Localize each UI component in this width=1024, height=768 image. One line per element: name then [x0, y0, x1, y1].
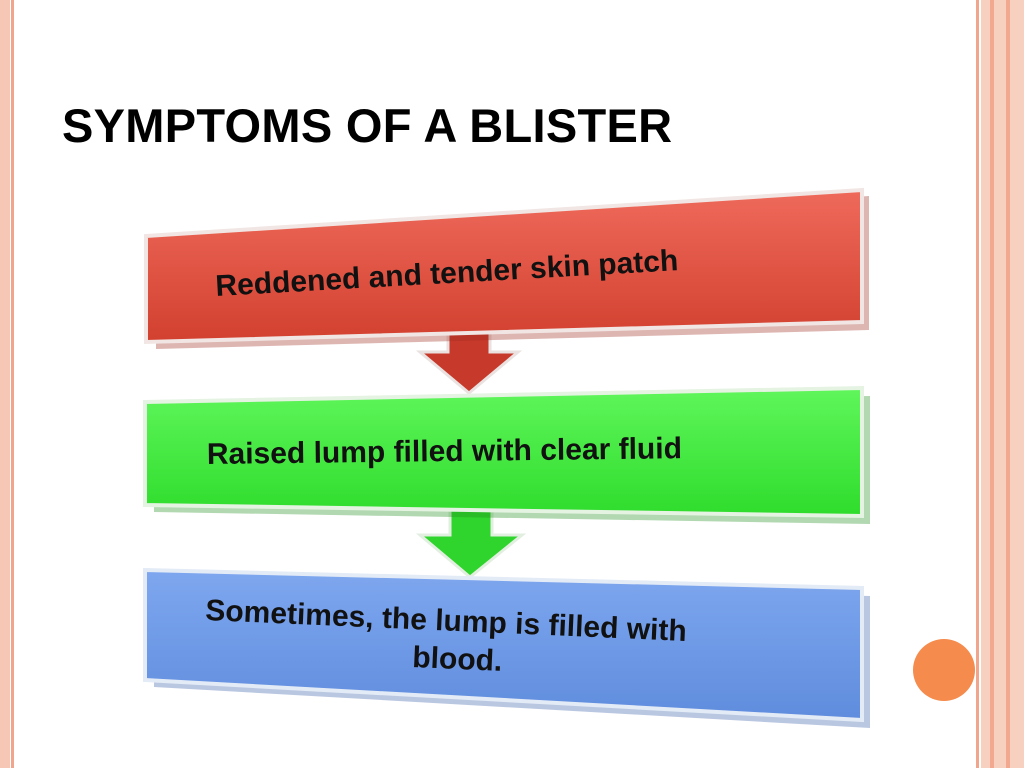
- left-border-line: [11, 0, 14, 768]
- left-border: [0, 0, 10, 768]
- step-box-1: Reddened and tender skin patch: [144, 187, 869, 349]
- right-border-line-2: [1006, 0, 1010, 768]
- right-border-band: [981, 0, 1024, 768]
- step-3-label-line2: blood.: [412, 641, 503, 678]
- accent-dot: [913, 639, 975, 701]
- right-border-line-1: [990, 0, 994, 768]
- step-2-label: Raised lump filled with clear fluid: [207, 432, 682, 471]
- step-box-2: Raised lump filled with clear fluid: [143, 385, 870, 524]
- right-border-thin: [976, 0, 979, 768]
- step-box-3: Sometimes, the lump is filled with blood…: [143, 567, 870, 728]
- slide-title: SYMPTOMS OF A BLISTER: [62, 99, 673, 152]
